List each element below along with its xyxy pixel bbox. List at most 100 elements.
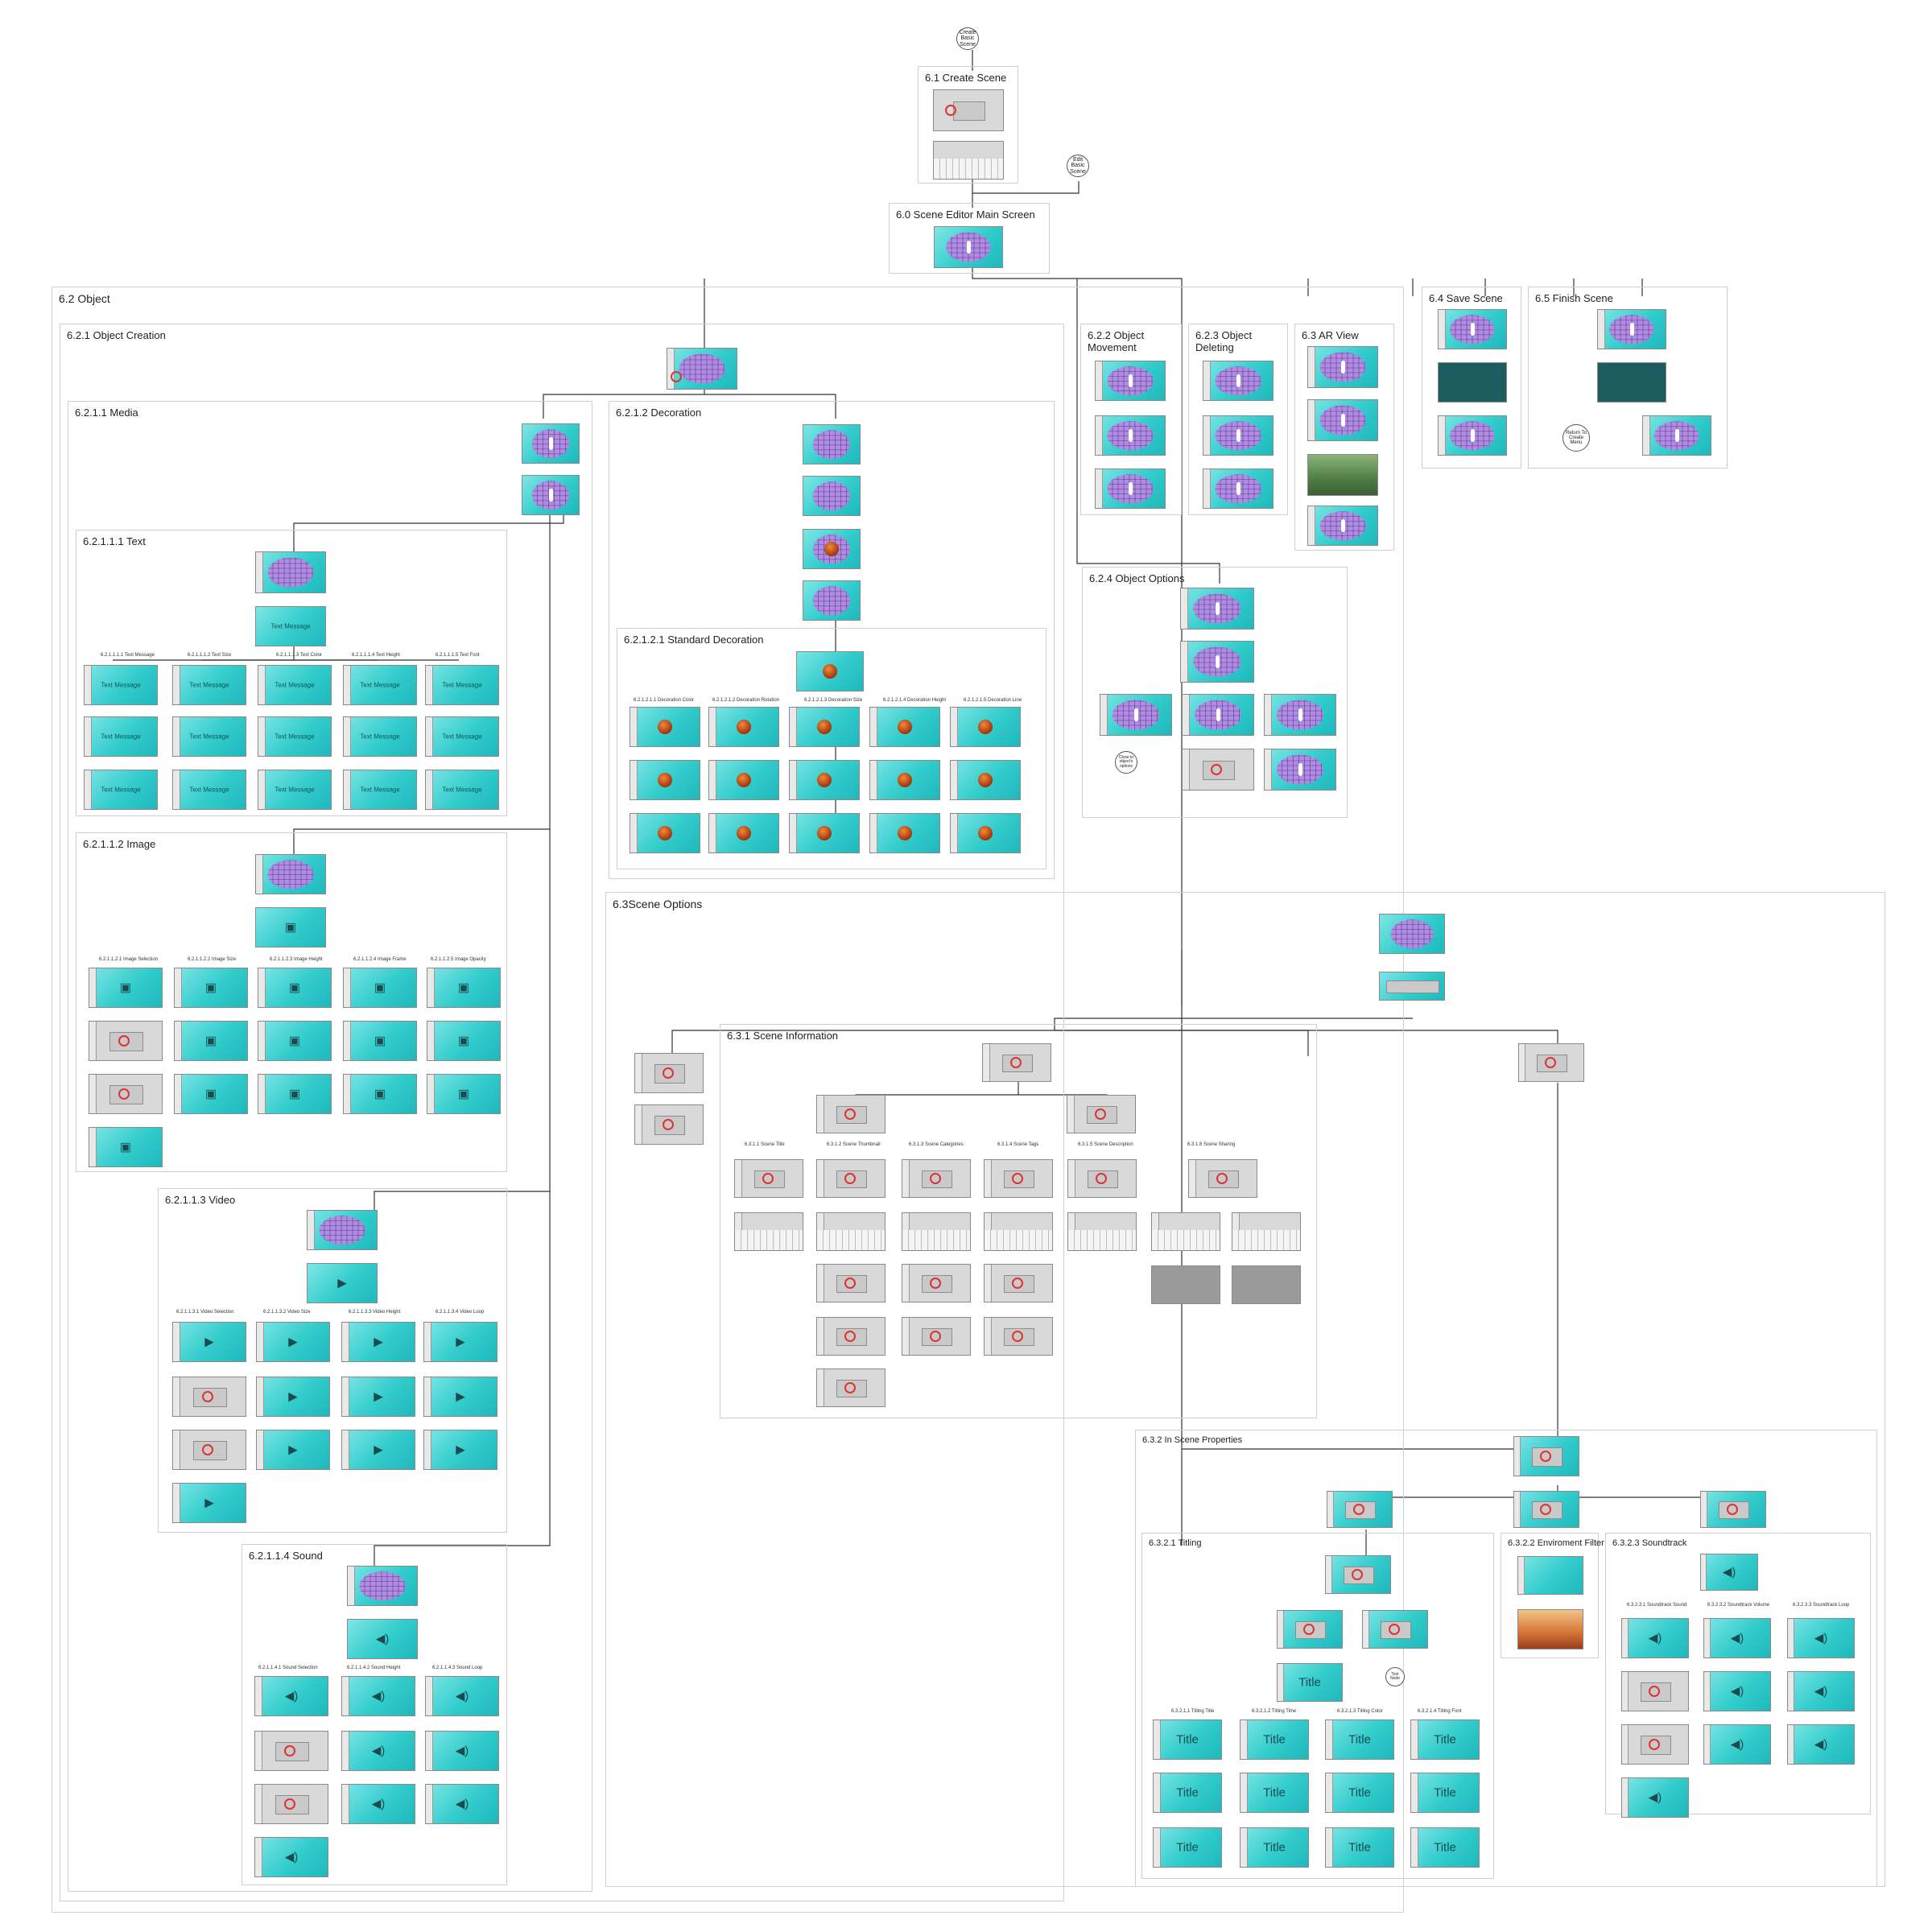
flow-screen[interactable]: ▶ [172,1483,246,1523]
flow-screen[interactable] [1307,506,1378,546]
flow-screen[interactable]: ◀) [1787,1724,1855,1765]
flow-screen[interactable]: ◀) [1787,1671,1855,1711]
flow-screen[interactable]: ▣ [174,968,248,1008]
flow-screen[interactable]: ◀) [1703,1618,1771,1658]
flow-screen[interactable]: ▣ [343,1074,417,1114]
flow-screen[interactable]: Title [1325,1827,1394,1868]
text-message-screen[interactable]: Text Message [425,770,499,810]
flow-screen[interactable]: ▣ [258,968,332,1008]
create-scene-keyboard[interactable] [933,141,1004,180]
flow-screen[interactable] [816,1264,886,1302]
flow-screen[interactable] [789,707,860,747]
text-message-screen[interactable]: Text Message [172,665,246,705]
flow-screen[interactable] [1597,309,1666,349]
image-screen[interactable]: ▣ [255,907,326,947]
flow-screen[interactable]: ▣ [343,968,417,1008]
flow-screen[interactable] [1232,1212,1301,1251]
text-message-screen[interactable]: Text Message [172,770,246,810]
flow-screen[interactable] [816,1159,886,1198]
flow-screen[interactable]: ◀) [341,1676,415,1716]
flow-screen[interactable]: Title [1410,1827,1480,1868]
flow-screen[interactable] [1095,361,1166,401]
flow-screen[interactable]: ▶ [423,1322,497,1362]
flow-screen[interactable] [902,1264,971,1302]
flow-screen[interactable] [1203,361,1274,401]
flow-screen[interactable] [1180,588,1254,630]
text-message-screen[interactable]: Text Message [84,770,158,810]
flow-screen[interactable]: ▣ [427,1021,501,1061]
flow-screen[interactable] [708,813,779,853]
decoration-screen-3[interactable] [803,529,861,569]
create-scene-screen[interactable] [933,89,1004,131]
flow-screen[interactable] [1307,399,1378,441]
text-message-screen[interactable]: Text Message [343,770,417,810]
flow-screen[interactable] [902,1212,971,1251]
flow-screen[interactable]: ▣ [174,1074,248,1114]
flow-screen[interactable] [902,1317,971,1356]
text-message-screen[interactable]: Text Message [343,665,417,705]
flow-screen[interactable] [1067,1212,1137,1251]
flow-screen[interactable]: Title [1325,1773,1394,1813]
main-screen[interactable] [934,226,1003,268]
sound-screen[interactable]: ◀) [347,1619,418,1659]
flow-screen[interactable] [950,813,1021,853]
text-message-screen[interactable]: Text Message [172,716,246,757]
flow-screen[interactable]: ◀) [1703,1671,1771,1711]
flow-screen[interactable] [89,1074,163,1114]
flow-screen[interactable]: ▣ [258,1021,332,1061]
flow-screen[interactable]: ▶ [256,1377,330,1417]
flow-screen[interactable] [1307,346,1378,388]
decoration-screen-1[interactable] [803,424,861,464]
flow-screen[interactable]: Title [1153,1719,1222,1760]
flow-screen[interactable]: Title [1240,1719,1309,1760]
text-message-screen[interactable]: Text Message [425,716,499,757]
flow-screen[interactable]: ◀) [341,1731,415,1771]
flow-screen[interactable] [1095,415,1166,456]
flow-screen[interactable] [816,1317,886,1356]
flow-screen[interactable] [172,1377,246,1417]
flow-screen[interactable] [789,813,860,853]
flow-screen[interactable] [869,813,940,853]
flow-screen[interactable] [816,1212,886,1251]
flow-screen[interactable] [984,1159,1053,1198]
flow-screen[interactable] [254,1784,328,1824]
video-menu-screen[interactable] [307,1210,378,1250]
flow-screen[interactable]: ▶ [423,1430,497,1470]
flow-screen[interactable] [1362,1610,1428,1649]
flow-screen[interactable] [1518,1043,1584,1082]
flow-screen[interactable]: ◀) [254,1676,328,1716]
flow-screen[interactable] [816,1368,886,1407]
flow-screen[interactable] [1700,1491,1766,1528]
flow-screen[interactable] [1203,469,1274,509]
flow-screen[interactable] [1188,1159,1257,1198]
flow-screen[interactable] [816,1095,886,1133]
flow-screen[interactable] [982,1043,1051,1082]
flow-screen[interactable] [984,1212,1053,1251]
flow-screen[interactable]: ◀) [1703,1724,1771,1765]
flow-screen[interactable] [1325,1555,1391,1594]
flow-screen[interactable] [1277,1610,1343,1649]
flow-screen[interactable]: ▣ [343,1021,417,1061]
flow-screen[interactable] [1180,641,1254,683]
text-message-screen[interactable]: Text Message [255,606,326,646]
standard-decoration-screen[interactable] [796,651,864,691]
text-message-screen[interactable]: Text Message [84,716,158,757]
flow-screen[interactable]: Title [1240,1773,1309,1813]
flow-screen[interactable]: ▣ [258,1074,332,1114]
flow-screen[interactable] [1264,694,1336,736]
flow-screen[interactable]: ▶ [341,1322,415,1362]
text-message-screen[interactable]: Text Message [258,716,332,757]
save-dialog-screen[interactable] [1438,362,1507,402]
flow-screen[interactable]: Title [1277,1663,1343,1702]
text-message-screen[interactable]: Text Message [343,716,417,757]
flow-screen[interactable] [634,1053,704,1093]
flow-screen[interactable] [950,760,1021,800]
flow-screen[interactable] [630,760,700,800]
environment-filter-screen[interactable] [1517,1556,1583,1595]
flow-screen[interactable] [789,760,860,800]
image-menu-screen[interactable] [255,854,326,894]
flow-screen[interactable]: ▶ [341,1377,415,1417]
flow-screen[interactable]: Title [1325,1719,1394,1760]
flow-screen[interactable]: Title [1410,1773,1480,1813]
flow-screen[interactable]: ▣ [174,1021,248,1061]
